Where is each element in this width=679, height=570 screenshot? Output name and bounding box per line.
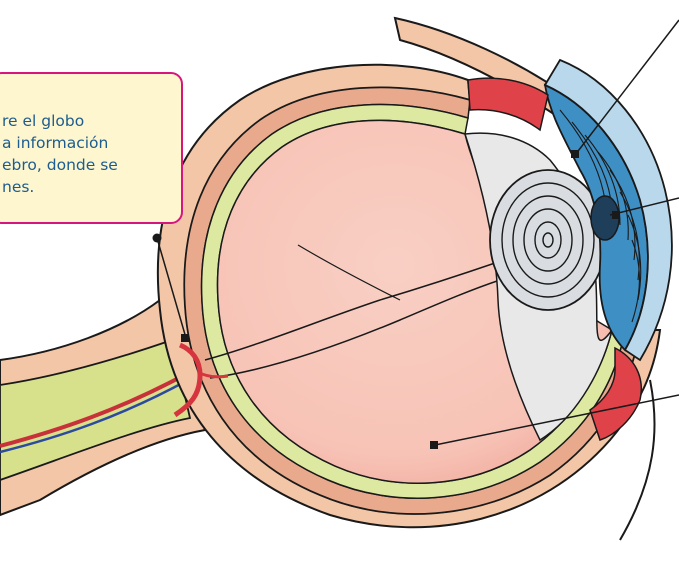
pointer-square-icon: [181, 334, 189, 342]
callout-text: re el globo a información ebro, donde se…: [2, 110, 180, 198]
pointer-square-icon: [612, 211, 620, 219]
pointer-square-icon: [571, 150, 579, 158]
callout-line: a información: [2, 132, 180, 154]
callout-line: re el globo: [2, 110, 180, 132]
callout-line: ebro, donde se: [2, 154, 180, 176]
pointer-square-icon: [430, 441, 438, 449]
lens: [490, 170, 606, 310]
info-callout: re el globo a información ebro, donde se…: [0, 72, 183, 224]
callout-line: nes.: [2, 176, 180, 198]
